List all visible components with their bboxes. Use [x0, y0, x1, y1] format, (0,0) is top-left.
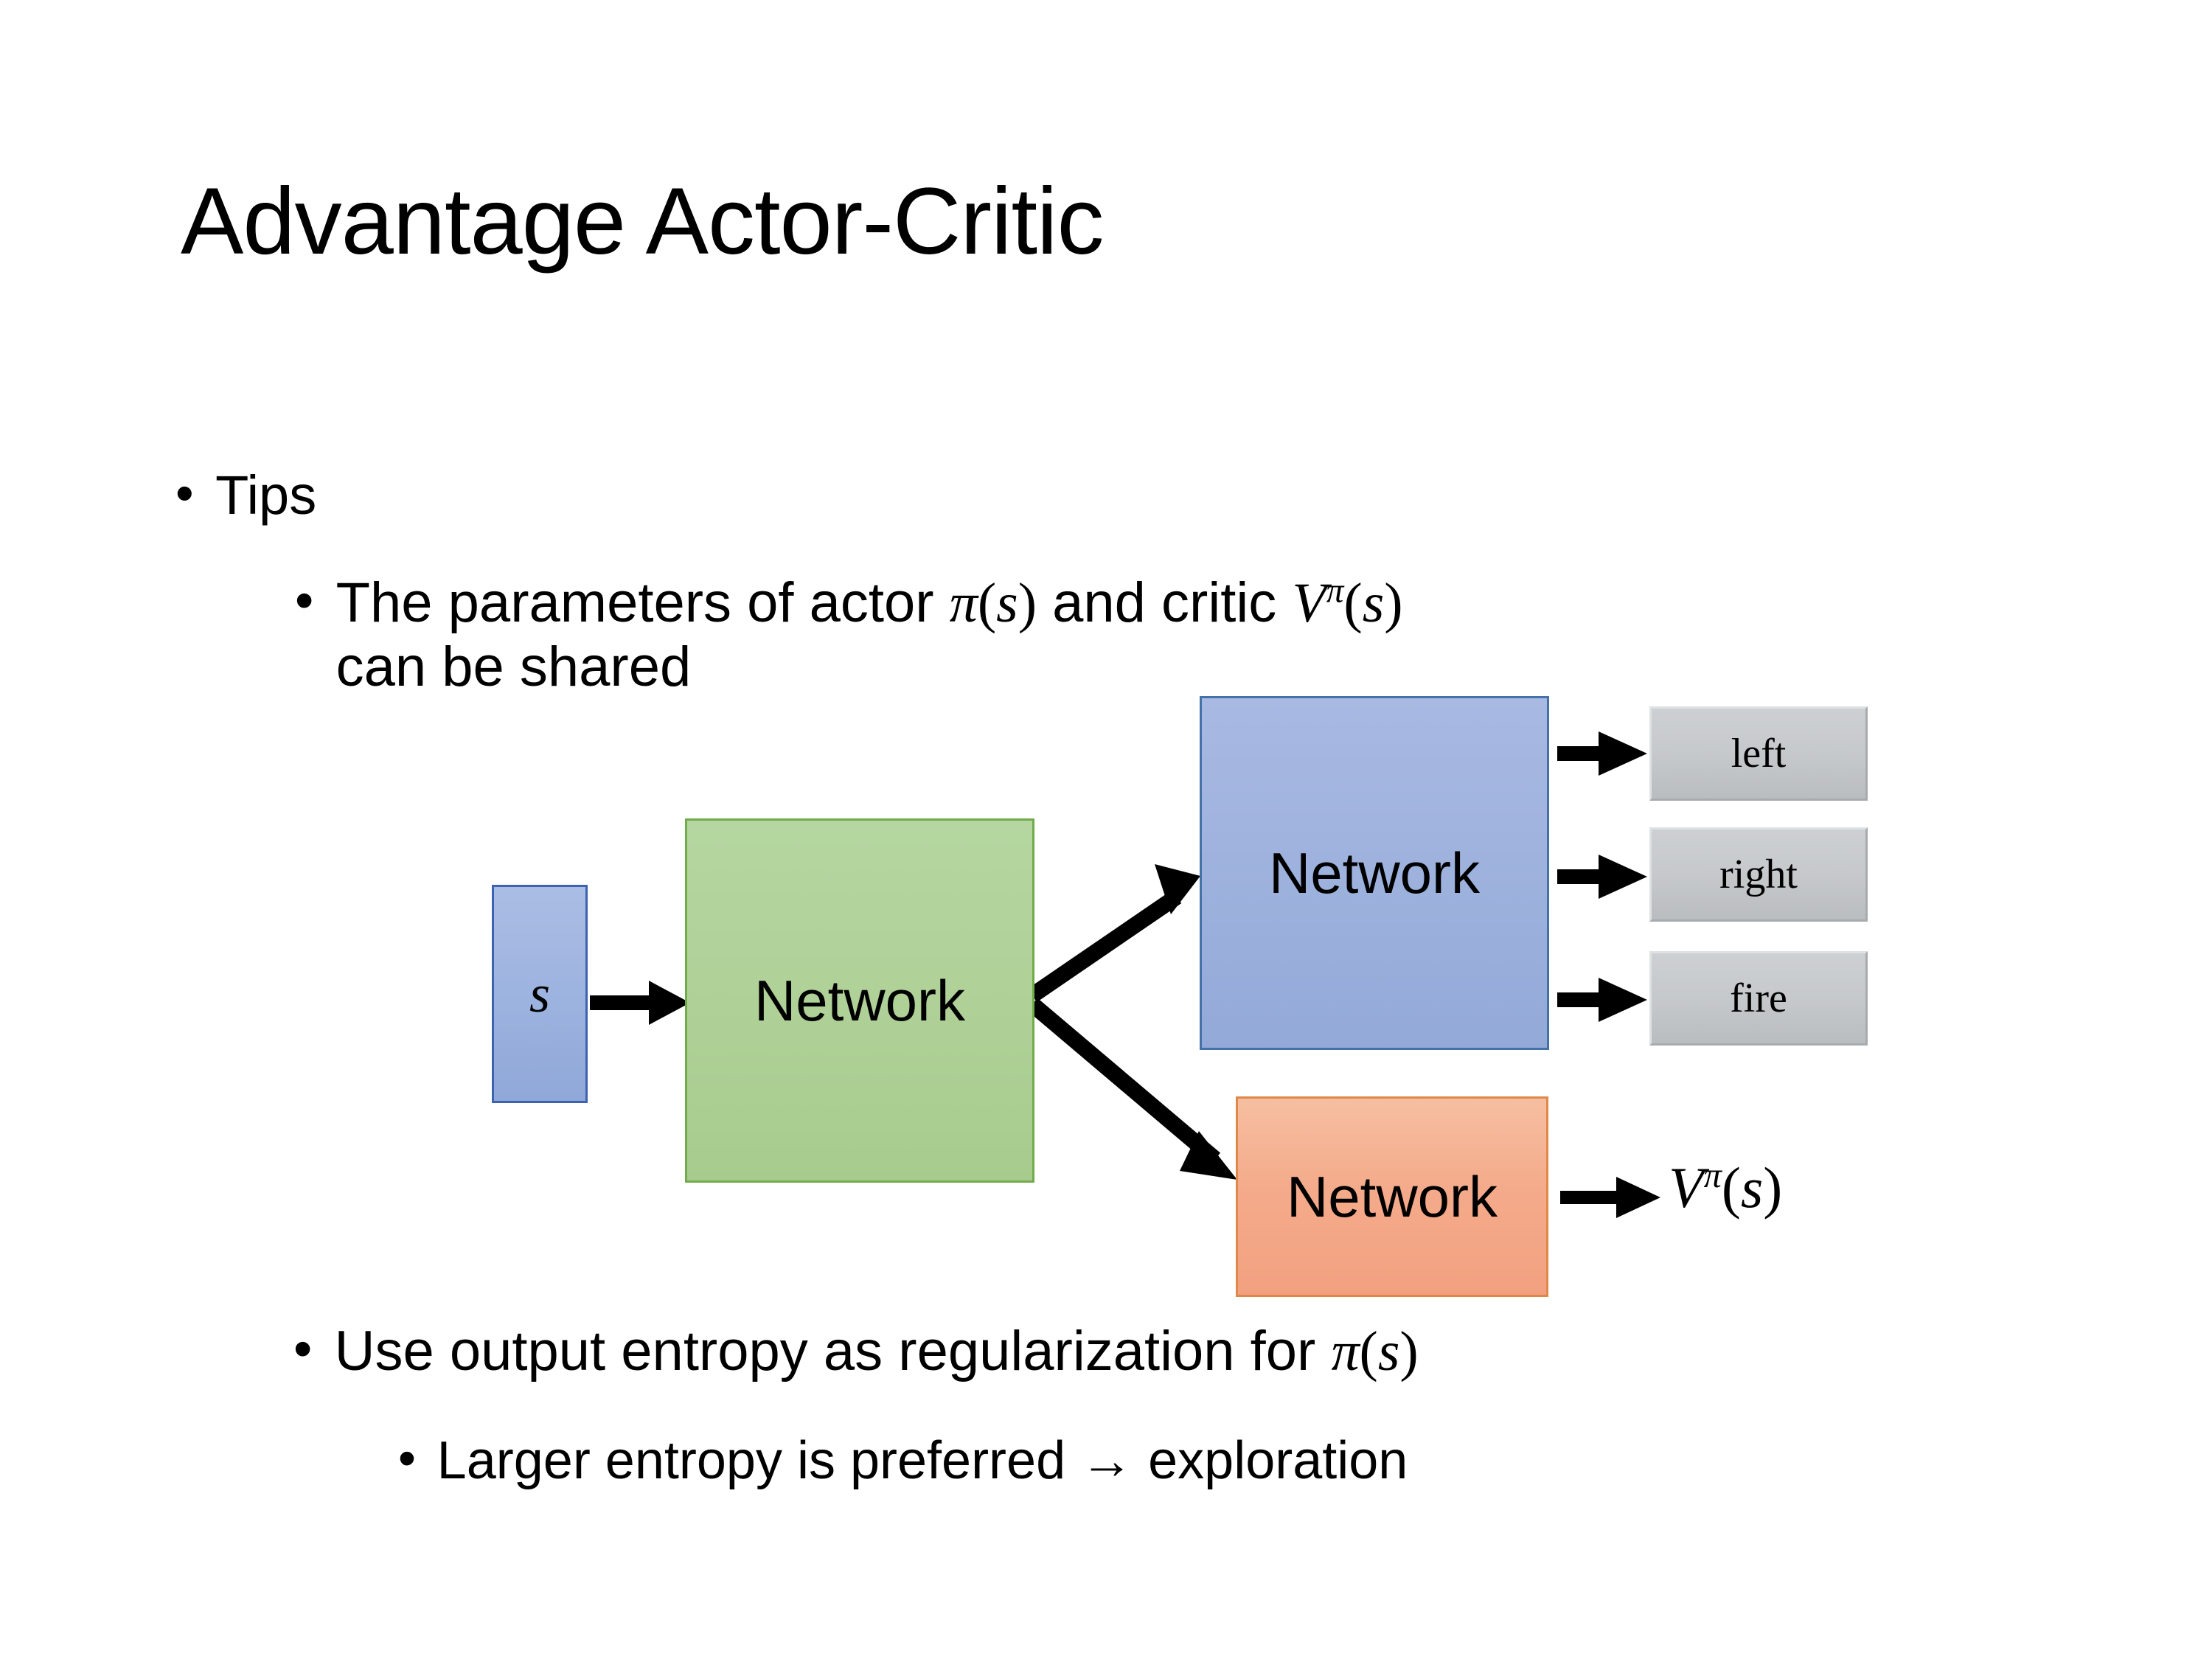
action-label: left: [1731, 731, 1787, 776]
state-symbol: s: [1362, 572, 1385, 634]
bullet-marker-icon: •: [175, 463, 194, 522]
bullet-shared-parameters-label: The parameters of actor π(s) and critic …: [336, 571, 1403, 699]
critic-network-box[interactable]: Network: [1236, 1096, 1548, 1297]
input-state-box[interactable]: s: [492, 885, 588, 1103]
paren-close: ): [1384, 572, 1403, 634]
text-fragment: Use output entropy as regularization for: [334, 1320, 1332, 1382]
state-symbol: s: [1377, 1321, 1400, 1382]
paren-open: (: [1359, 1321, 1378, 1382]
shared-network-box[interactable]: Network: [685, 818, 1034, 1183]
value-symbol: V: [1669, 1155, 1704, 1220]
bullet-shared-parameters-line2: can be shared: [335, 635, 692, 698]
bullet-entropy-label: Use output entropy as regularization for…: [335, 1320, 1419, 1384]
pi-symbol: π: [949, 572, 978, 634]
arrow-actor-to-fire: [1557, 978, 1647, 1022]
arrow-input-to-shared: [590, 981, 690, 1025]
critic-network-label: Network: [1286, 1164, 1498, 1229]
state-symbol: s: [1740, 1155, 1764, 1220]
input-state-label: s: [529, 964, 551, 1023]
page-title: Advantage Actor-Critic: [181, 169, 1104, 274]
paren-open: (: [977, 572, 997, 634]
value-symbol: V: [1292, 572, 1326, 634]
pi-superscript: π: [1326, 571, 1344, 611]
bullet-marker-icon: •: [293, 1319, 313, 1379]
paren-open: (: [1343, 572, 1363, 634]
arrow-shared-to-critic: [1026, 998, 1237, 1180]
arrow-shared-to-actor: [1027, 864, 1200, 1003]
paren-open: (: [1721, 1155, 1741, 1220]
paren-close: ): [1399, 1321, 1419, 1382]
state-symbol: s: [996, 572, 1018, 634]
pi-symbol: π: [1331, 1321, 1360, 1382]
actor-network-box[interactable]: Network: [1200, 696, 1549, 1050]
action-box-left[interactable]: left: [1649, 706, 1868, 801]
bullet-entropy-regularization: • Use output entropy as regularization f…: [293, 1320, 2063, 1384]
bullet-exploration: • Larger entropy is preferred → explorat…: [398, 1430, 2094, 1491]
action-label: fire: [1730, 975, 1787, 1021]
pi-superscript: π: [1703, 1156, 1722, 1195]
arrow-actor-to-left: [1557, 731, 1647, 776]
actor-network-label: Network: [1268, 840, 1481, 905]
bullet-marker-icon: •: [295, 571, 314, 630]
bullet-exploration-label: Larger entropy is preferred → exploratio…: [437, 1431, 1408, 1490]
text-fragment: The parameters of actor: [335, 571, 950, 634]
arrow-critic-to-value: [1560, 1177, 1660, 1218]
bullet-tips: • Tips: [175, 465, 316, 526]
bullet-tips-label: Tips: [215, 465, 317, 526]
bullet-marker-icon: •: [398, 1430, 416, 1486]
bullet-shared-parameters: • The parameters of actor π(s) and criti…: [295, 571, 2079, 699]
arrow-actor-to-right: [1557, 855, 1647, 899]
action-box-right[interactable]: right: [1649, 827, 1868, 922]
shared-network-label: Network: [754, 967, 966, 1033]
text-fragment: and critic: [1037, 571, 1293, 634]
paren-close: ): [1763, 1155, 1783, 1220]
action-box-fire[interactable]: fire: [1649, 951, 1868, 1046]
value-function-output-label: Vπ(s): [1669, 1154, 1782, 1221]
paren-close: ): [1018, 572, 1037, 634]
action-label: right: [1719, 852, 1798, 897]
